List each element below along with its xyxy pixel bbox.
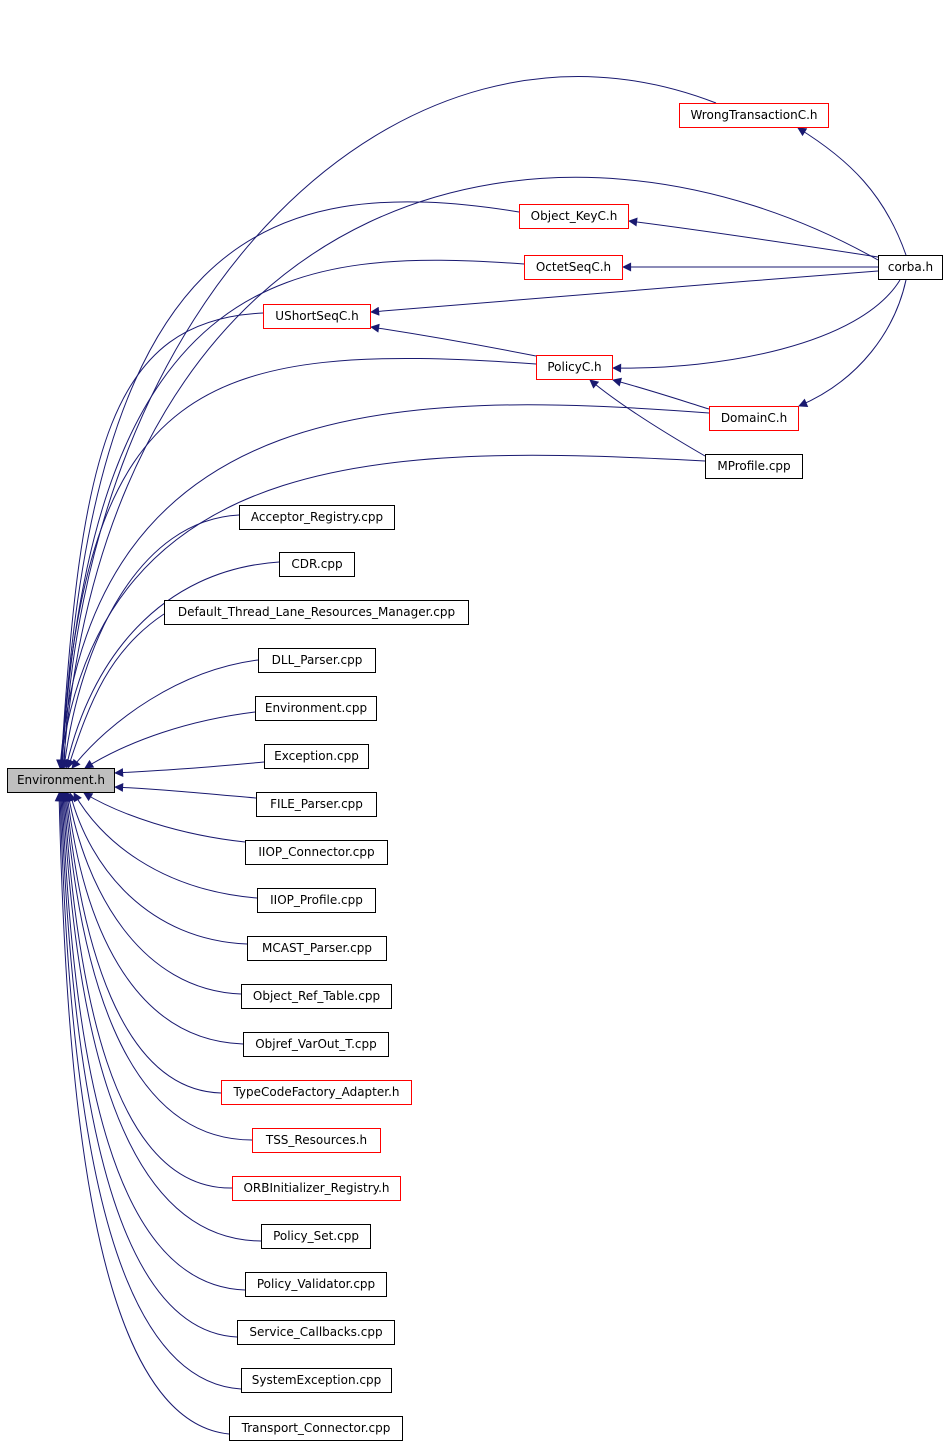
edge-iiop_connector_cpp-to-environment_h [83, 792, 246, 843]
edge-typecodefactory_adapter_h-to-environment_h [62, 792, 222, 1094]
node-objref-varout-t-cpp[interactable]: Objref_VarOut_T.cpp [243, 1032, 389, 1057]
node-environment-h: Environment.h [7, 768, 115, 793]
edge-policyc_h-to-ushortseqc_h [370, 323, 537, 357]
edge-acceptor_registry_cpp-to-environment_h [60, 514, 240, 769]
node-service-callbacks-cpp[interactable]: Service_Callbacks.cpp [237, 1320, 395, 1345]
edge-ushortseqc_h-to-environment_h [56, 312, 264, 769]
edge-mcast_parser_cpp-to-environment_h [67, 792, 248, 945]
edge-iiop_profile_cpp-to-environment_h [73, 792, 258, 899]
node-orbinitializer-registry-h[interactable]: ORBInitializer_Registry.h [232, 1176, 401, 1201]
edge-mprofile_cpp-to-environment_h [56, 454, 706, 769]
edge-objref_varout_t_cpp-to-environment_h [63, 792, 244, 1045]
node-typecodefactory-adapter-h[interactable]: TypeCodeFactory_Adapter.h [221, 1080, 412, 1105]
edge-policy_set_cpp-to-environment_h [58, 792, 262, 1242]
node-domainc-h[interactable]: DomainC.h [709, 406, 799, 431]
node-object-ref-table-cpp[interactable]: Object_Ref_Table.cpp [241, 984, 392, 1009]
node-default-thread-lane-resources-manager-cpp[interactable]: Default_Thread_Lane_Resources_Manager.cp… [164, 600, 469, 625]
node-wrongtransactionc-h[interactable]: WrongTransactionC.h [679, 103, 829, 128]
edge-environment_cpp-to-environment_h [84, 711, 256, 769]
edge-domainc_h-to-environment_h [56, 404, 710, 769]
node-octetseqc-h[interactable]: OctetSeqC.h [524, 255, 623, 280]
edge-policy_validator_cpp-to-environment_h [57, 792, 246, 1291]
node-mcast-parser-cpp[interactable]: MCAST_Parser.cpp [247, 936, 387, 961]
node-corba-h[interactable]: corba.h [878, 255, 943, 280]
edge-default_thread_lane_resources_manager_cpp-to-environment_h [66, 613, 165, 769]
node-cdr-cpp[interactable]: CDR.cpp [279, 552, 355, 577]
node-dll-parser-cpp[interactable]: DLL_Parser.cpp [258, 648, 376, 673]
edge-service_callbacks_cpp-to-environment_h [56, 792, 238, 1338]
edge-cdr_cpp-to-environment_h [63, 561, 280, 769]
edge-systemexception_cpp-to-environment_h [55, 792, 242, 1390]
edge-object_ref_table_cpp-to-environment_h [64, 792, 242, 995]
node-mprofile-cpp[interactable]: MProfile.cpp [705, 454, 803, 479]
edge-domainc_h-to-policyc_h [612, 377, 710, 410]
edge-mprofile_cpp-to-policyc_h [589, 379, 706, 457]
node-file-parser-cpp[interactable]: FILE_Parser.cpp [256, 792, 377, 817]
node-tss-resources-h[interactable]: TSS_Resources.h [252, 1128, 381, 1153]
edge-corba_h-to-ushortseqc_h [370, 270, 879, 316]
node-exception-cpp[interactable]: Exception.cpp [264, 744, 369, 769]
node-iiop-connector-cpp[interactable]: IIOP_Connector.cpp [245, 840, 388, 865]
edge-transport_connector_cpp-to-environment_h [54, 792, 230, 1435]
edge-corba_h-to-wrongtransactionc_h [797, 127, 907, 256]
edge-file_parser_cpp-to-environment_h [114, 782, 257, 799]
edge-wrongtransactionc_h-to-environment_h [59, 76, 717, 769]
node-transport-connector-cpp[interactable]: Transport_Connector.cpp [229, 1416, 403, 1441]
node-ushortseqc-h[interactable]: UShortSeqC.h [263, 304, 371, 329]
node-acceptor-registry-cpp[interactable]: Acceptor_Registry.cpp [239, 505, 395, 530]
node-policyc-h[interactable]: PolicyC.h [536, 355, 613, 380]
edge-exception_cpp-to-environment_h [114, 761, 265, 778]
node-iiop-profile-cpp[interactable]: IIOP_Profile.cpp [257, 888, 376, 913]
node-systemexception-cpp[interactable]: SystemException.cpp [241, 1368, 392, 1393]
edge-policyc_h-to-environment_h [57, 357, 537, 769]
edge-orbinitializer_registry_h-to-environment_h [60, 792, 233, 1189]
edge-corba_h-to-policyc_h [612, 279, 901, 373]
edge-corba_h-to-environment_h [59, 176, 879, 769]
node-object-keyc-h[interactable]: Object_KeyC.h [519, 204, 629, 229]
node-policy-set-cpp[interactable]: Policy_Set.cpp [261, 1224, 371, 1249]
node-policy-validator-cpp[interactable]: Policy_Validator.cpp [245, 1272, 387, 1297]
edge-object_keyc_h-to-environment_h [57, 201, 520, 769]
edge-tss_resources_h-to-environment_h [61, 792, 253, 1141]
node-environment-cpp[interactable]: Environment.cpp [255, 696, 377, 721]
edge-corba_h-to-domainc_h [798, 279, 907, 407]
edge-corba_h-to-object_keyc_h [628, 217, 879, 258]
edge-dll_parser_cpp-to-environment_h [71, 659, 259, 769]
